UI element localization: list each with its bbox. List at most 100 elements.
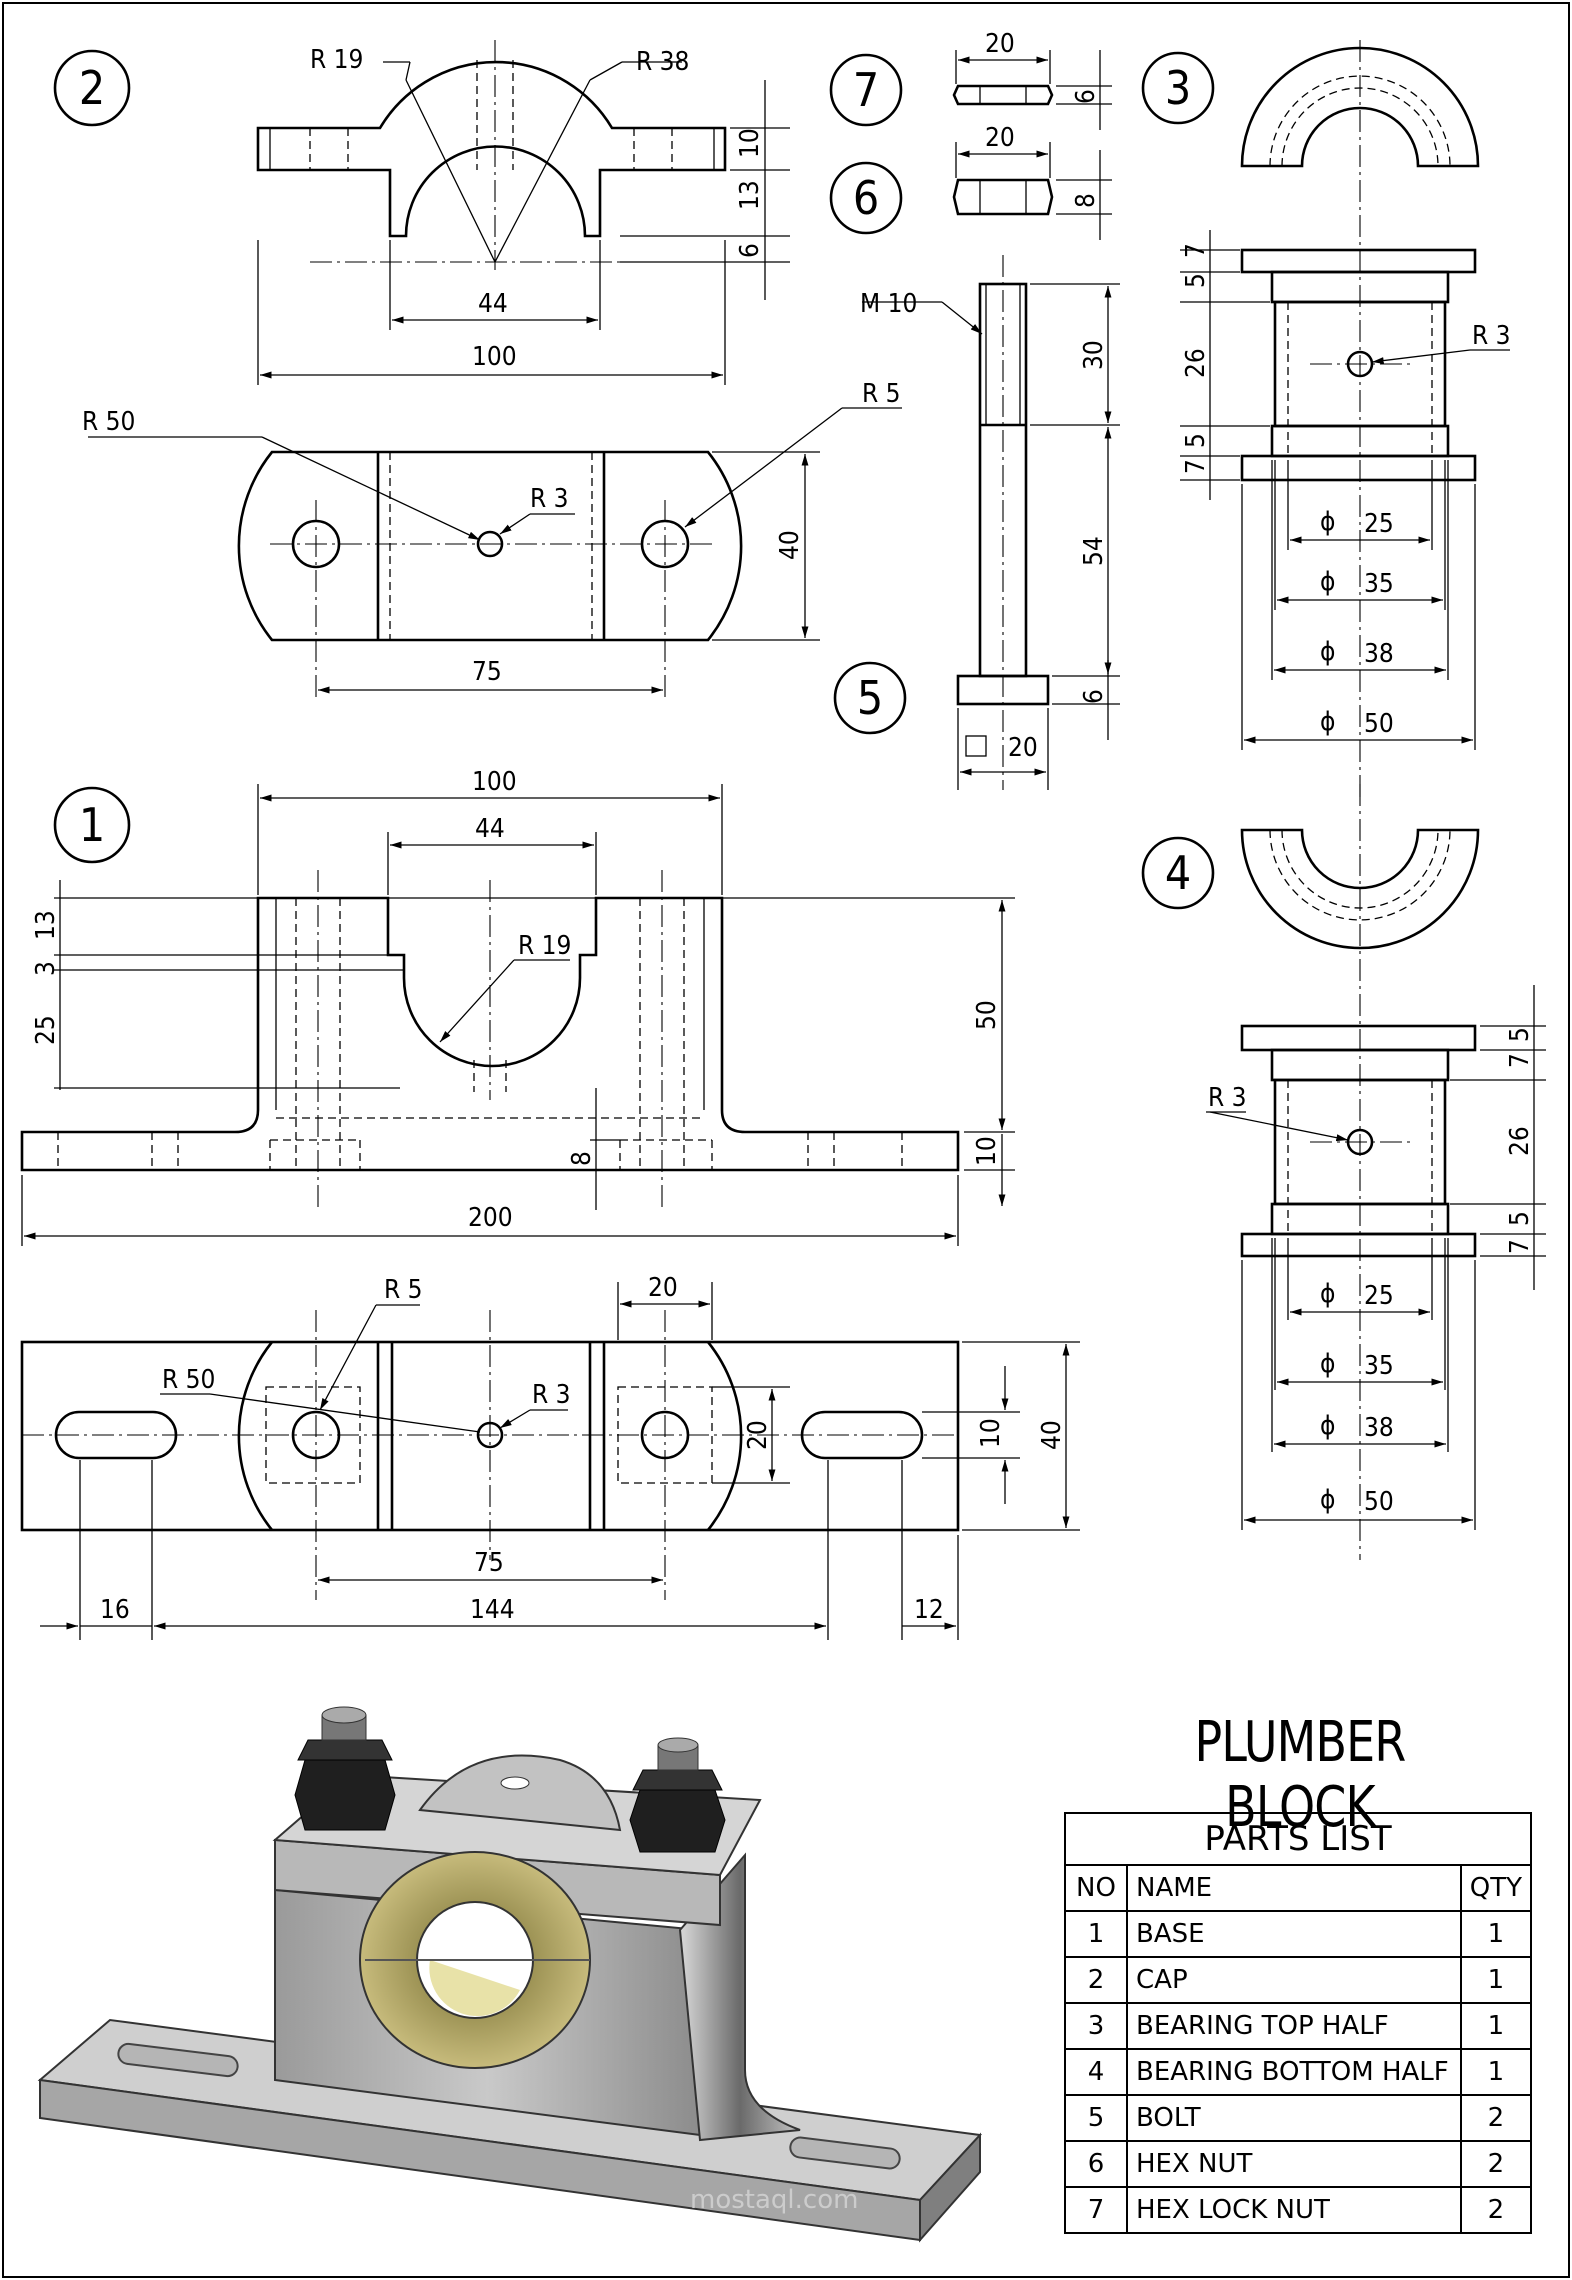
dim-20: 20 [985, 29, 1015, 59]
cap-front-view: 2 R 19 R 38 44 100 10 13 6 [53, 40, 790, 385]
part-qty: 1 [1459, 2048, 1533, 2096]
dim-5: 5 [1181, 433, 1211, 448]
watermark: mostaql.com [690, 2185, 859, 2215]
dim-26: 26 [1505, 1126, 1535, 1156]
parts-list-caption: PARTS LIST [1064, 1812, 1532, 1866]
view-marker-7 [829, 53, 903, 127]
dim-r19: R 19 [310, 45, 363, 75]
dim-144: 144 [470, 1595, 515, 1625]
phi-symbol: ϕ [1320, 1279, 1335, 1309]
phi-symbol: ϕ [1320, 1411, 1335, 1441]
column-header-qty: QTY [1459, 1864, 1533, 1912]
dim-13: 13 [31, 910, 61, 940]
view-number: 2 [79, 61, 105, 115]
part-qty: 2 [1459, 2094, 1533, 2142]
dim-r3: R 3 [1472, 321, 1511, 351]
dim-m10: M 10 [860, 289, 917, 319]
dim-r5: R 5 [384, 1275, 423, 1305]
view-number: 3 [1165, 61, 1191, 115]
dim-7: 7 [1505, 1239, 1535, 1254]
dim-10: 10 [735, 128, 765, 158]
dim-100: 100 [472, 767, 517, 797]
view-marker-1 [53, 786, 131, 864]
dim-phi35: 35 [1364, 569, 1394, 599]
view-marker-6 [829, 161, 903, 235]
dim-20: 20 [985, 123, 1015, 153]
dim-40: 40 [775, 530, 805, 560]
dim-5: 5 [1181, 273, 1211, 288]
part-no: 6 [1064, 2140, 1128, 2188]
view-marker-2 [53, 49, 131, 127]
dim-3: 3 [31, 961, 61, 976]
dim-phi38: 38 [1364, 1413, 1394, 1443]
nut-right [629, 1737, 726, 1853]
part-name: HEX NUT [1126, 2140, 1462, 2188]
view-number: 5 [857, 671, 883, 725]
square-symbol [965, 735, 987, 757]
dim-75: 75 [472, 657, 502, 687]
dim-7: 7 [1181, 243, 1211, 258]
dim-phi25: 25 [1364, 509, 1394, 539]
dim-6: 6 [1079, 689, 1109, 704]
dim-r38: R 38 [636, 47, 689, 77]
dim-8: 8 [1071, 193, 1101, 208]
part-name: CAP [1126, 1956, 1462, 2004]
base-top-view: R 5 20 R 50 R 3 20 10 40 75 16 144 12 [20, 1273, 1080, 1640]
dim-phi50: 50 [1364, 1487, 1394, 1517]
dim-26: 26 [1181, 348, 1211, 378]
dim-r3: R 3 [532, 1380, 571, 1410]
part-no: 5 [1064, 2094, 1128, 2142]
view-number: 6 [853, 171, 879, 225]
dim-sq20: 20 [1008, 733, 1038, 763]
dim-20: 20 [648, 1273, 678, 1303]
dim-10: 10 [976, 1418, 1006, 1448]
nut-left [294, 1706, 396, 1831]
part-name: BEARING TOP HALF [1126, 2002, 1462, 2050]
part-no: 2 [1064, 1956, 1128, 2004]
hex-nut-view: 6 20 8 [829, 123, 1112, 240]
dim-44: 44 [475, 814, 505, 844]
part-no: 3 [1064, 2002, 1128, 2050]
part-no: 1 [1064, 1910, 1128, 1958]
dim-r19: R 19 [518, 931, 571, 961]
part-name: HEX LOCK NUT [1126, 2186, 1462, 2234]
part-no: 7 [1064, 2186, 1128, 2234]
dim-phi35: 35 [1364, 1351, 1394, 1381]
bolt-view: 5 M 10 30 54 6 20 [833, 255, 1120, 790]
isometric-assembly-render [37, 1706, 983, 2243]
phi-symbol: ϕ [1320, 507, 1335, 537]
dim-r3: R 3 [530, 484, 569, 514]
part-name: BOLT [1126, 2094, 1462, 2142]
cap-top-view: R 50 R 5 R 3 40 75 [82, 379, 902, 700]
dim-50: 50 [972, 1000, 1002, 1030]
dim-6: 6 [1071, 89, 1101, 104]
dim-75: 75 [474, 1548, 504, 1578]
dim-phi50: 50 [1364, 709, 1394, 739]
part-qty: 1 [1459, 1910, 1533, 1958]
dim-10: 10 [972, 1136, 1002, 1166]
base-front-view: 1 100 44 13 3 25 R 19 50 10 [20, 767, 1015, 1246]
dim-44: 44 [478, 289, 508, 319]
dim-phi25: 25 [1364, 1281, 1394, 1311]
hex-lock-nut-view: 7 20 6 [829, 29, 1112, 130]
dim-40: 40 [1037, 1420, 1067, 1450]
view-marker-5 [833, 661, 907, 735]
dim-25: 25 [31, 1015, 61, 1045]
dim-100: 100 [472, 342, 517, 372]
view-number: 4 [1165, 846, 1191, 900]
dim-r5: R 5 [862, 379, 901, 409]
part-qty: 1 [1459, 2002, 1533, 2050]
part-name: BEARING BOTTOM HALF [1126, 2048, 1462, 2096]
part-name: BASE [1126, 1910, 1462, 1958]
column-header-no: NO [1064, 1864, 1128, 1912]
phi-symbol: ϕ [1320, 707, 1335, 737]
